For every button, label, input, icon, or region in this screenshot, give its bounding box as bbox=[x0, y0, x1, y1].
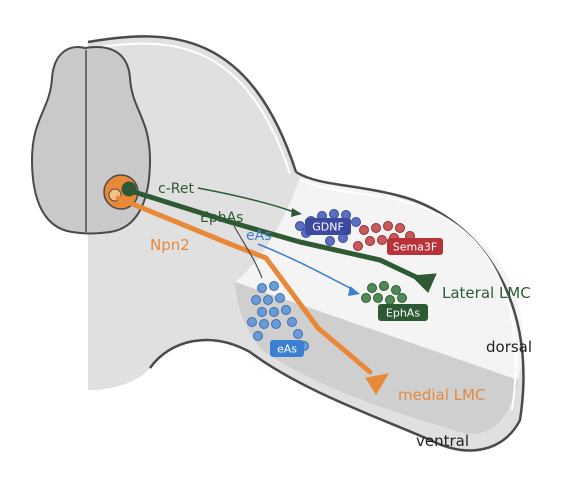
npn2-label: Npn2 bbox=[150, 236, 190, 254]
ephas-axon-label: EphAs bbox=[200, 210, 243, 226]
trunk-top-outline-inner bbox=[91, 42, 291, 175]
eas-ventral-cluster bbox=[247, 281, 309, 351]
ventral-label: ventral bbox=[416, 432, 469, 450]
eas-badge-label: eAs bbox=[277, 343, 297, 356]
trunk-top-outline bbox=[87, 35, 298, 173]
lateral-lmc-label: Lateral LMC bbox=[442, 284, 531, 302]
cret-arrow-head bbox=[291, 208, 302, 217]
medial-lmc-arrowhead bbox=[365, 373, 389, 395]
dorsal-label: dorsal bbox=[486, 338, 532, 356]
sema3f-badge bbox=[387, 238, 443, 255]
eas-signal-arrow bbox=[257, 243, 355, 291]
ephas-badge bbox=[378, 304, 428, 321]
eas-badge bbox=[270, 340, 304, 357]
sema3f-badge-label: Sema3F bbox=[393, 241, 438, 254]
ventral-limb-region bbox=[235, 282, 518, 434]
lateral-lmc-arrowhead bbox=[410, 273, 437, 293]
lateral-lmc-axon bbox=[125, 187, 421, 281]
limb-bud-outline bbox=[148, 170, 525, 452]
limb-bud-outline-inner bbox=[299, 179, 517, 411]
gdnf-badge-label: GDNF bbox=[312, 221, 344, 234]
cret-signal-arrow bbox=[197, 187, 295, 213]
ephas-repulsion-line bbox=[233, 225, 263, 279]
ephas-badge-label: EphAs bbox=[386, 307, 420, 320]
eas-arrow-head bbox=[348, 286, 360, 296]
cret-label: c-Ret bbox=[158, 181, 194, 197]
medial-lmc-label: medial LMC bbox=[398, 386, 485, 404]
medial-lmc-axon bbox=[115, 195, 373, 375]
gdnf-badge bbox=[305, 218, 351, 235]
eas-signal-label: eAs bbox=[246, 228, 271, 244]
